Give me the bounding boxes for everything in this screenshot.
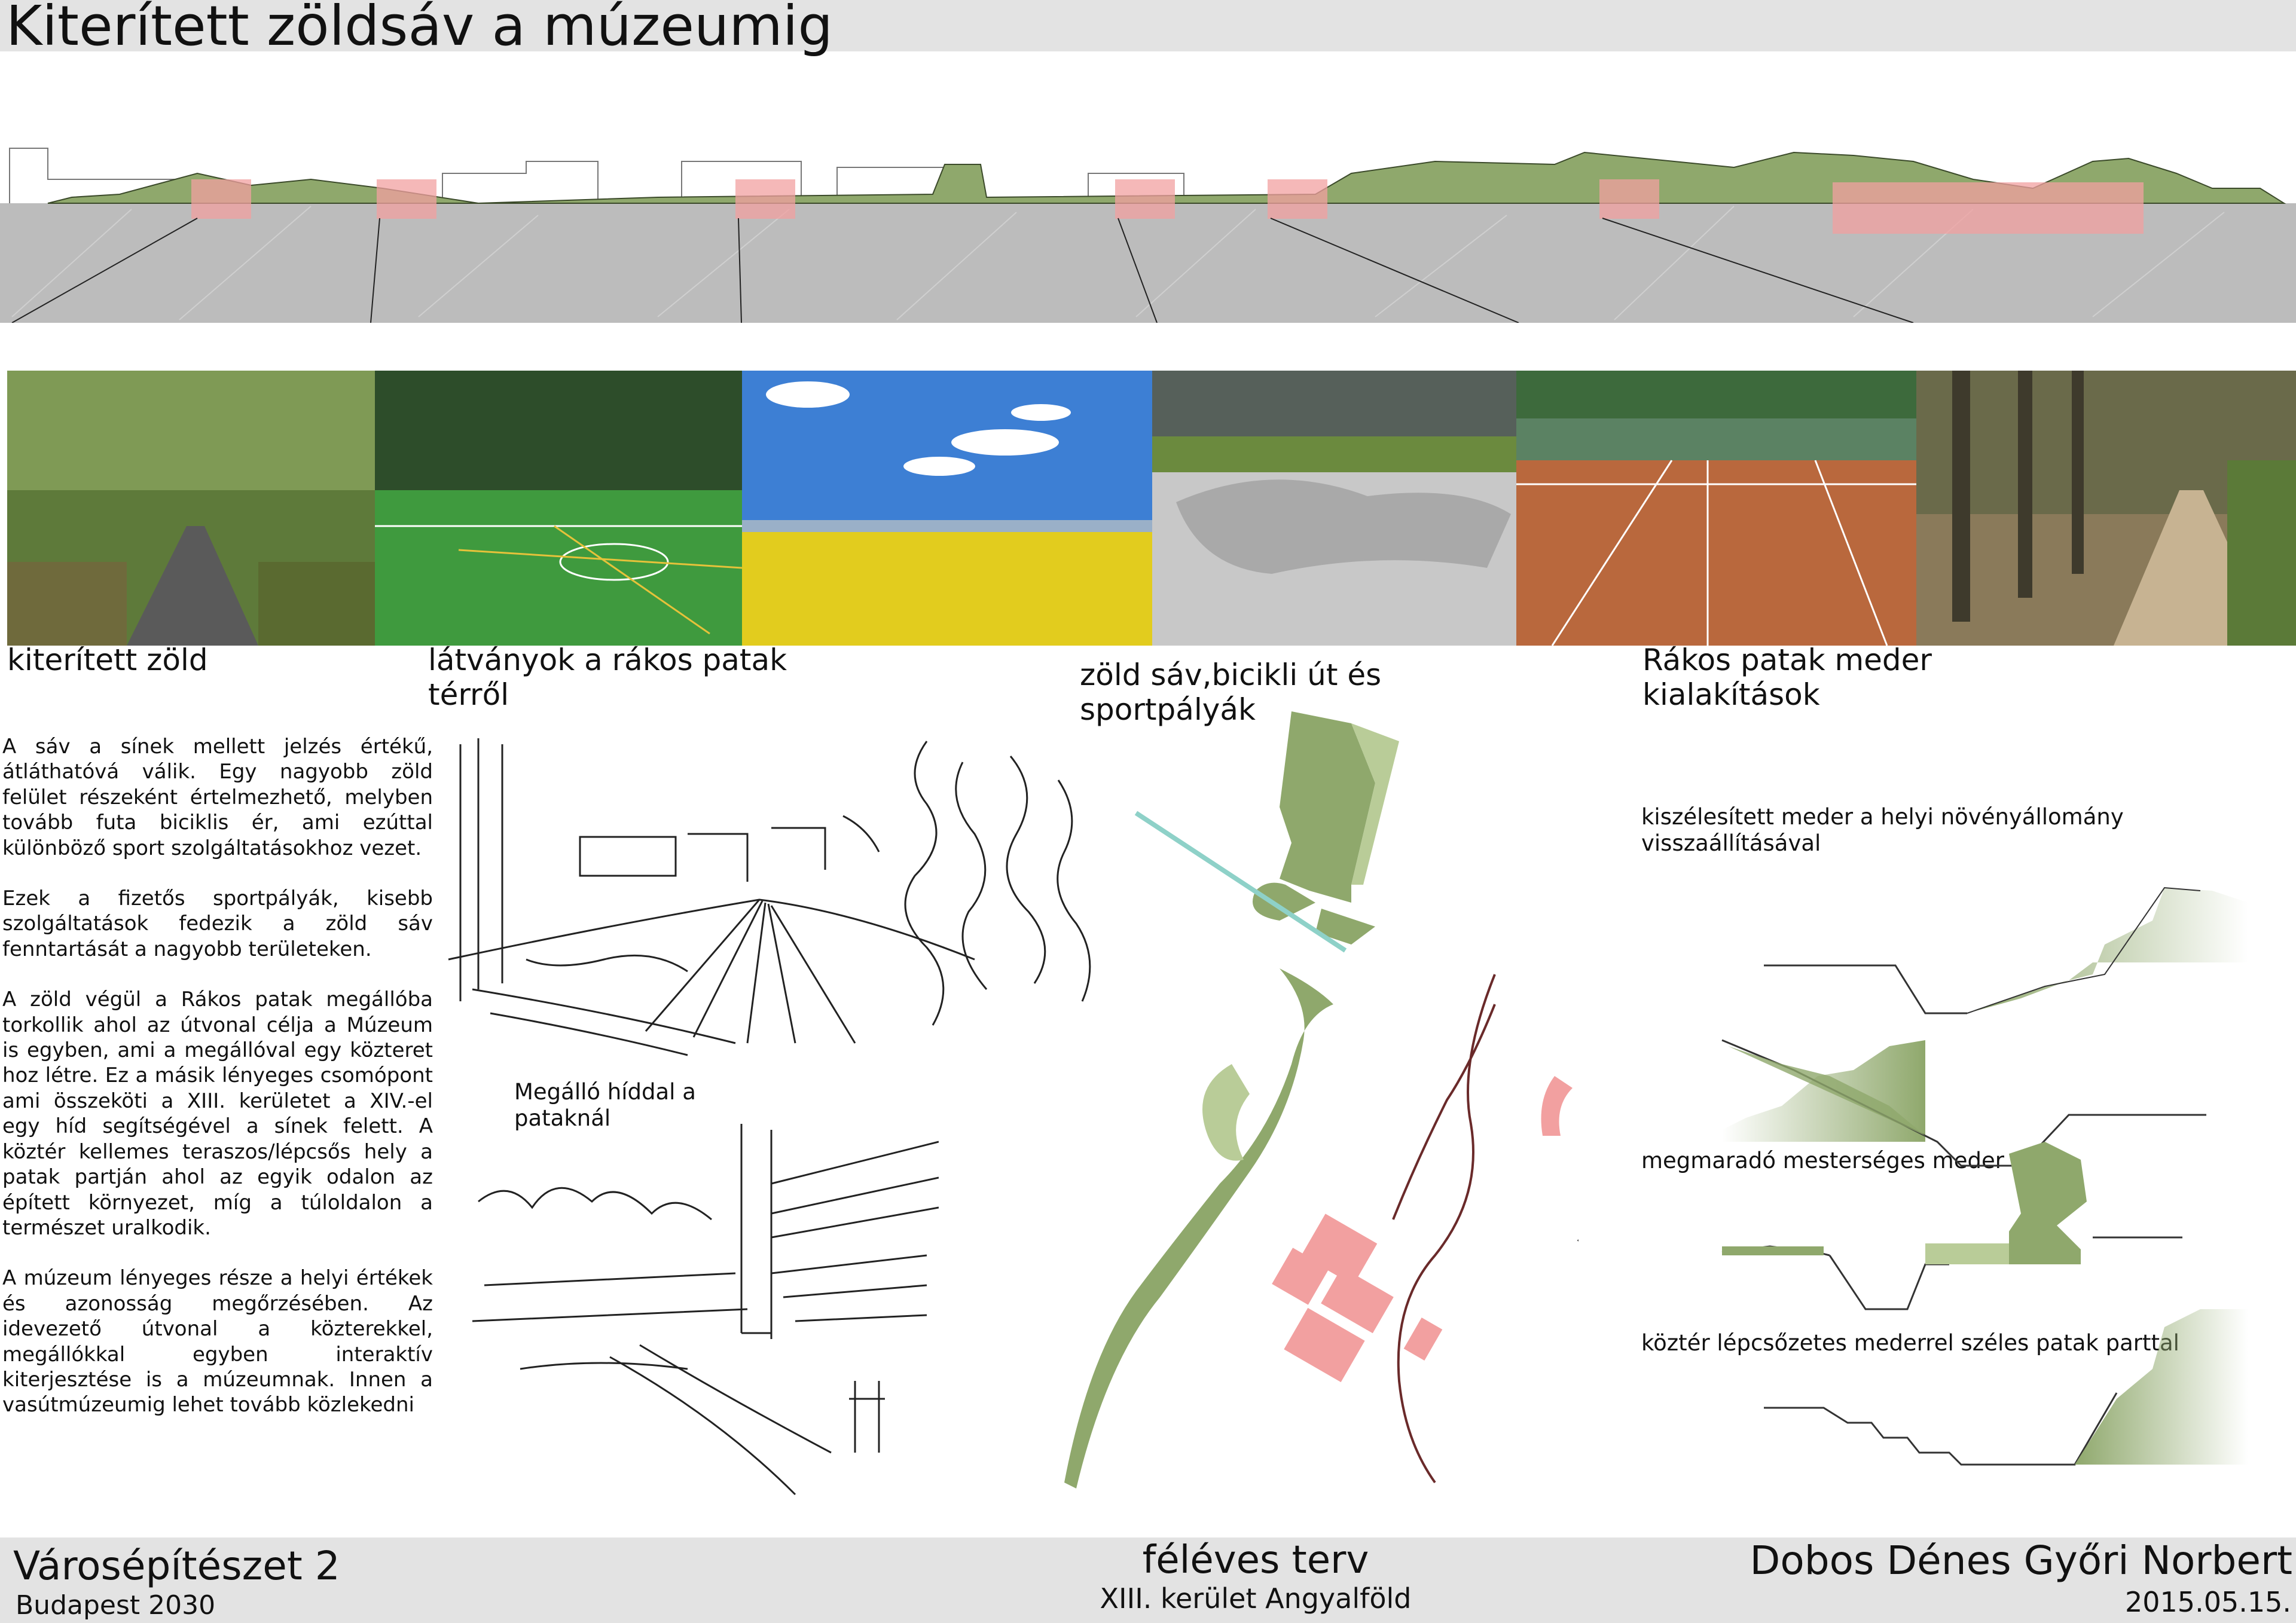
photo-rapeseed-field: [742, 371, 1152, 646]
body-paragraph-3: A zöld végül a Rákos patak megállóba tor…: [2, 988, 433, 1240]
green-profile: [47, 151, 2286, 204]
caption-kiteritett-zold: kiterített zöld: [7, 643, 208, 677]
photo-tennis-court: [1516, 371, 1916, 646]
plaza-blocks: [1272, 1214, 1443, 1383]
section-label-1: kiszélesített meder a helyi növényállomá…: [1641, 804, 2124, 856]
cross-sections: [1721, 887, 2248, 1466]
body-paragraph-4: A múzeum lényeges része a helyi értékek …: [2, 1266, 433, 1417]
photo-forest-path: [1916, 371, 2296, 646]
title-bar: [0, 0, 2296, 51]
footer-date: 2015.05.15.: [2125, 1586, 2291, 1618]
section-2: [1721, 1039, 2206, 1167]
section-strip: [0, 148, 2296, 323]
photo-football-pitch: [375, 371, 742, 646]
sketch-bridge-stop: [472, 1124, 939, 1496]
sketch-perspective-green: [448, 738, 1091, 1056]
footer-authors: Dobos Dénes Győri Norbert: [1750, 1538, 2293, 1584]
green-patch-north: [1280, 711, 1375, 903]
section-4: [1764, 1309, 2248, 1466]
section-1: [1764, 887, 2248, 1014]
body-paragraph-2: Ezek a fizetős sportpályák, kisebb szolg…: [2, 887, 433, 961]
caption-latvanyok: látványok a rákos patak térről: [428, 643, 787, 712]
photo-green-path: [7, 371, 375, 646]
footer-subtitle: Budapest 2030: [16, 1590, 216, 1621]
page-title: Kiterített zöldsáv a múzeumig: [6, 0, 833, 58]
river-green-band: [1064, 968, 1333, 1488]
caption-zold-sav: zöld sáv,bicikli út és sportpályák: [1080, 658, 1382, 727]
section-3: [1721, 1142, 2182, 1310]
sketch-label: Megálló híddal a pataknál: [514, 1079, 696, 1131]
leader-lines: [11, 218, 1914, 323]
body-text: A sáv a sínek mellett jelzés értékű, átl…: [2, 734, 433, 1443]
section-label-2: megmaradó mesterséges meder: [1641, 1148, 2004, 1173]
diagram-green-corridor: [1064, 711, 1578, 1488]
section-label-3: köztér lépcsőzetes mederrel széles patak…: [1641, 1330, 2179, 1356]
footer-center-sub: XIII. kerület Angyalföld: [1100, 1582, 1412, 1615]
footer-bar: [0, 1538, 2296, 1623]
bike-path-line: [1134, 811, 1347, 953]
photo-skate-bowl: [1152, 371, 1516, 646]
stream-line: [1397, 974, 1496, 1484]
footer-center-title: féléves terv: [1142, 1538, 1369, 1582]
highlight-zones: [191, 179, 2144, 234]
body-paragraph-1: A sáv a sínek mellett jelzés értékű, átl…: [2, 735, 433, 860]
caption-rakos-patak: Rákos patak meder kialakítások: [1642, 643, 1932, 712]
footer-course: Városépítészet 2: [13, 1543, 340, 1589]
